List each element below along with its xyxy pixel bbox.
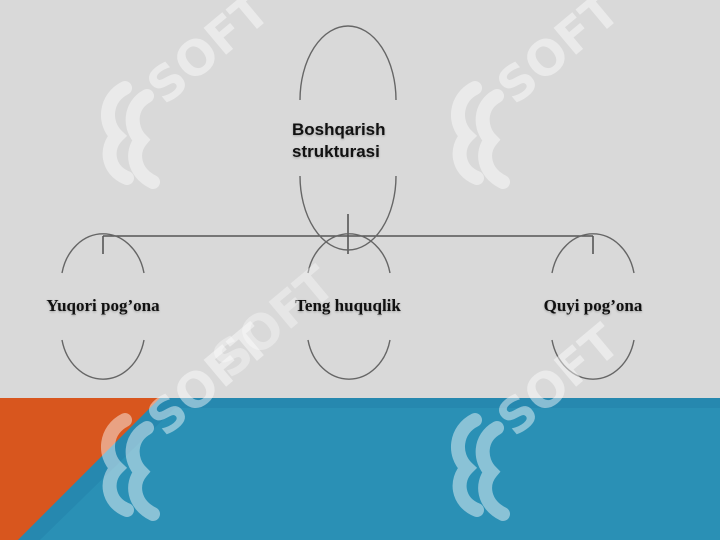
child-node-label-lower: Quyi pog’ona (543, 296, 643, 315)
child-node-label-equal: Teng huquqlik (295, 296, 401, 315)
child-center-arc-top (307, 233, 391, 274)
child-left-arc-top (61, 233, 145, 274)
root-ellipse (299, 25, 397, 251)
child-node-label-upper: Yuqori pog’ona (46, 296, 160, 315)
child-center-arc-bottom (307, 339, 391, 380)
child-right-arc-top (551, 233, 635, 274)
child-right-arc-bottom (551, 339, 635, 380)
root-arc-bottom (299, 175, 397, 251)
child-left-arc-bottom (61, 339, 145, 380)
connectors (102, 214, 594, 254)
root-label-line1: Boshqarish (292, 120, 386, 139)
root-label-line2: strukturasi (292, 142, 380, 161)
root-node-label: Boshqarish strukturasi (292, 119, 386, 163)
root-arc-top (299, 25, 397, 101)
